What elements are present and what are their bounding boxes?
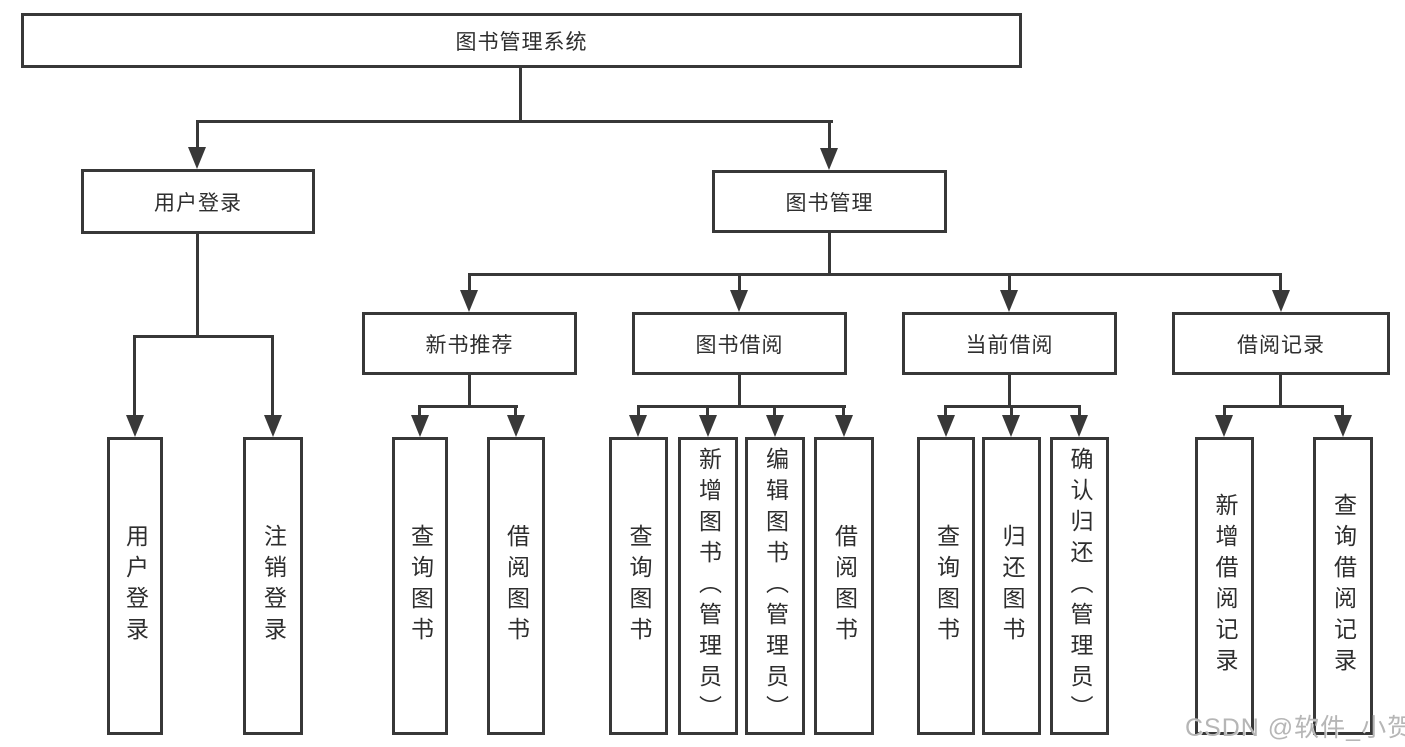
node-label: 借阅图书 <box>831 524 858 648</box>
node-label: 借阅图书 <box>503 524 530 648</box>
connector-line <box>828 120 831 152</box>
arrow-down-icon <box>699 415 717 437</box>
arrow-down-icon <box>1070 415 1088 437</box>
node-label: 新书推荐 <box>425 333 514 357</box>
arrow-down-icon <box>460 290 478 312</box>
connector-line <box>842 405 845 419</box>
connector-line <box>1279 273 1282 294</box>
arrow-down-icon <box>1272 290 1290 312</box>
node-library-system: 图书管理系统 <box>21 13 1022 68</box>
leaf-query-borrow-record: 查询借阅记录 <box>1313 437 1373 735</box>
node-label: 查询图书 <box>933 524 960 648</box>
leaf-borrow-books-recommend: 借阅图书 <box>487 437 545 735</box>
connector-line <box>738 273 741 294</box>
connector-line <box>637 405 640 419</box>
node-borrow-records: 借阅记录 <box>1172 312 1390 375</box>
arrow-down-icon <box>820 148 838 170</box>
connector-line <box>196 234 199 335</box>
connector-line <box>133 335 274 338</box>
node-user-login: 用户登录 <box>81 169 315 234</box>
connector-line <box>418 405 518 408</box>
arrow-down-icon <box>1000 290 1018 312</box>
connector-line <box>1341 405 1344 419</box>
connector-line <box>133 335 136 419</box>
node-label: 借阅记录 <box>1237 333 1325 357</box>
connector-line <box>828 233 831 273</box>
node-book-management: 图书管理 <box>712 170 947 233</box>
leaf-logout: 注销登录 <box>243 437 303 735</box>
connector-line <box>1008 375 1011 405</box>
connector-line <box>271 335 274 419</box>
csdn-watermark: CSDN @软件_小贺同学 <box>1185 714 1405 742</box>
connector-line <box>514 405 517 419</box>
arrow-down-icon <box>730 290 748 312</box>
leaf-borrow-books: 借阅图书 <box>814 437 874 735</box>
node-label: 查询图书 <box>407 524 434 648</box>
node-label: 图书借阅 <box>695 333 784 357</box>
leaf-confirm-return-admin: 确认归还（管理员） <box>1050 437 1109 735</box>
arrow-down-icon <box>629 415 647 437</box>
arrow-down-icon <box>411 415 429 437</box>
connector-line <box>944 405 947 419</box>
connector-line <box>1223 405 1344 408</box>
arrow-down-icon <box>835 415 853 437</box>
connector-line <box>468 375 471 405</box>
connector-line <box>196 120 833 123</box>
leaf-query-books-borrow: 查询图书 <box>609 437 668 735</box>
node-current-borrow: 当前借阅 <box>902 312 1117 375</box>
node-label: 新增借阅记录 <box>1212 493 1238 679</box>
leaf-query-books-recommend: 查询图书 <box>392 437 448 735</box>
leaf-edit-book-admin: 编辑图书（管理员） <box>745 437 805 735</box>
node-label: 查询借阅记录 <box>1330 493 1357 679</box>
leaf-user-login: 用户登录 <box>107 437 163 735</box>
arrow-down-icon <box>937 415 955 437</box>
connector-line <box>1223 405 1226 419</box>
node-label: 编辑图书（管理员） <box>762 446 789 726</box>
connector-line <box>1078 405 1081 419</box>
leaf-return-books: 归还图书 <box>982 437 1041 735</box>
connector-line <box>706 405 709 419</box>
leaf-add-borrow-record: 新增借阅记录 <box>1195 437 1254 735</box>
leaf-add-book-admin: 新增图书（管理员） <box>678 437 738 735</box>
arrow-down-icon <box>1334 415 1352 437</box>
node-label: 图书管理 <box>785 191 874 215</box>
connector-line <box>418 405 421 419</box>
arrow-down-icon <box>126 415 144 437</box>
leaf-query-books-current: 查询图书 <box>917 437 975 735</box>
node-label: 当前借阅 <box>965 333 1054 357</box>
arrow-down-icon <box>507 415 525 437</box>
node-book-borrow: 图书借阅 <box>632 312 847 375</box>
connector-line <box>637 405 846 408</box>
connector-line <box>519 68 522 120</box>
node-label: 确认归还（管理员） <box>1067 446 1093 726</box>
connector-line <box>773 405 776 419</box>
connector-line <box>1279 375 1282 405</box>
arrow-down-icon <box>1215 415 1233 437</box>
connector-line <box>468 273 1282 276</box>
node-label: 归还图书 <box>999 524 1025 648</box>
node-label: 图书管理系统 <box>455 30 588 54</box>
connector-line <box>196 120 199 152</box>
node-label: 用户登录 <box>122 524 149 648</box>
connector-line <box>468 273 471 294</box>
node-label: 查询图书 <box>626 524 652 648</box>
arrow-down-icon <box>264 415 282 437</box>
arrow-down-icon <box>1002 415 1020 437</box>
arrow-down-icon <box>766 415 784 437</box>
arrow-down-icon <box>188 147 206 169</box>
connector-line <box>738 375 741 405</box>
node-label: 注销登录 <box>260 524 287 648</box>
node-label: 新增图书（管理员） <box>695 446 722 726</box>
node-new-book-recommend: 新书推荐 <box>362 312 577 375</box>
connector-line <box>1008 273 1011 294</box>
connector-line <box>1010 405 1013 419</box>
node-label: 用户登录 <box>154 191 242 215</box>
